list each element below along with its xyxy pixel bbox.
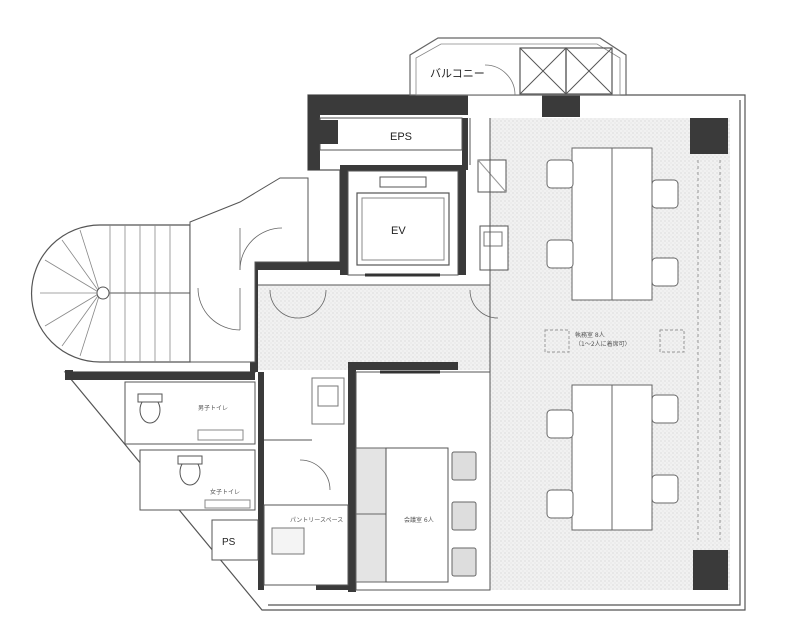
pantry-label: パントリースペース xyxy=(290,517,343,524)
partitions xyxy=(258,118,491,590)
balcony-label: バルコニー xyxy=(430,67,485,80)
eps-label: EPS xyxy=(390,131,412,143)
balcony: バルコニー xyxy=(409,37,627,96)
toilet-2-label: 女子トイレ xyxy=(210,488,240,496)
meeting-room: 会議室 6人 xyxy=(355,370,491,591)
corridor-floor xyxy=(258,285,490,370)
office-label: 執務室 8人 xyxy=(575,331,605,339)
elevator: EV xyxy=(347,170,459,277)
eps-room: EPS xyxy=(316,117,463,151)
shaft xyxy=(477,159,509,271)
toilet-2: 女子トイレ xyxy=(139,449,256,511)
ev-label: EV xyxy=(391,225,406,237)
office-desks xyxy=(544,147,685,531)
toilet-1: 男子トイレ xyxy=(124,381,256,445)
ps-room: PS xyxy=(211,519,259,561)
office-note: （1〜2人に着席可） xyxy=(575,340,631,348)
meeting-room-label: 会議室 6人 xyxy=(404,516,434,524)
ps-label: PS xyxy=(222,537,236,548)
pantry: パントリースペース xyxy=(263,377,349,586)
staircase: D U xyxy=(30,224,201,363)
toilet-1-label: 男子トイレ xyxy=(198,405,228,412)
lobby-doors xyxy=(189,177,309,363)
office-label-group: 執務室 8人 （1〜2人に着席可） xyxy=(575,331,631,348)
